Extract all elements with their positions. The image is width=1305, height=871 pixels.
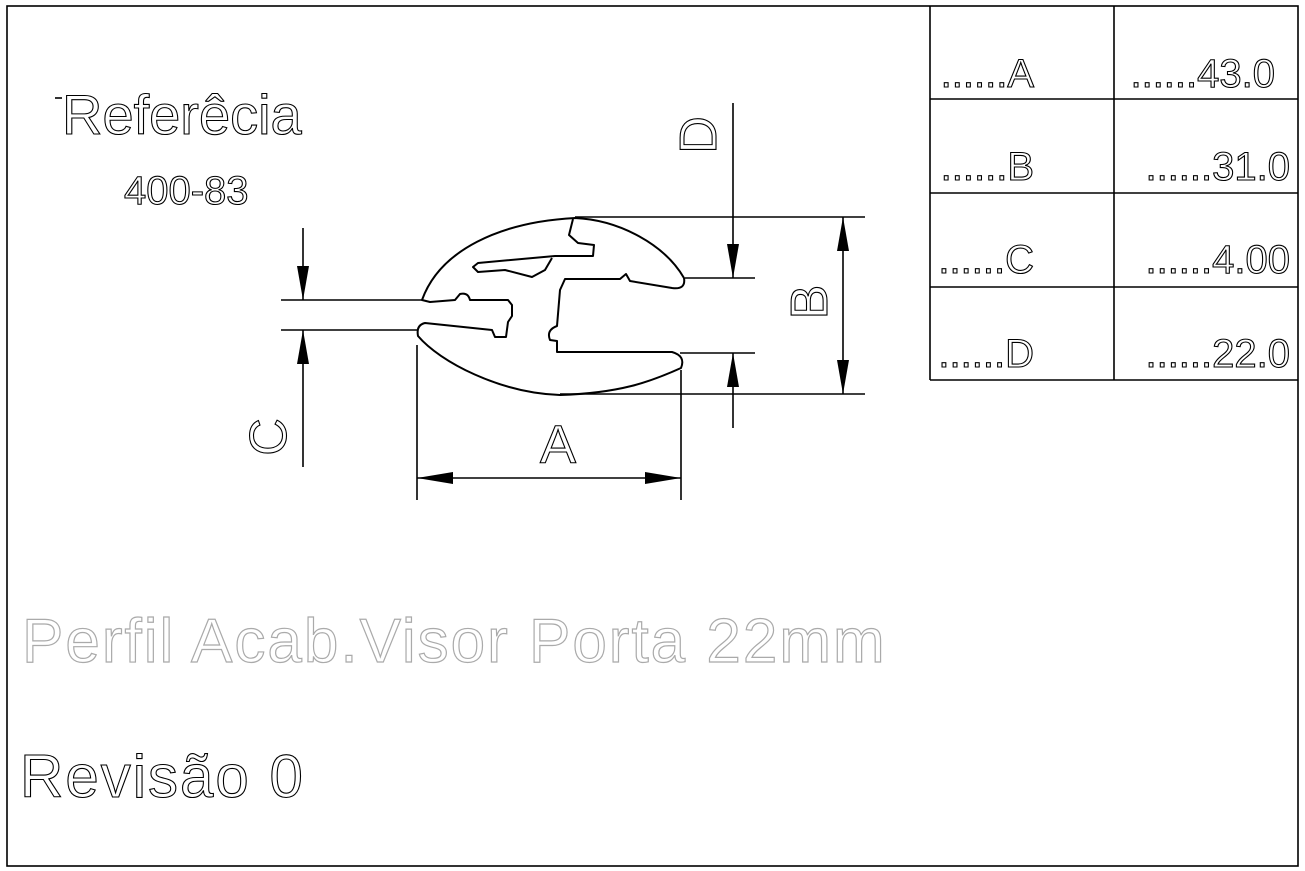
table-value-d: ......22.0 xyxy=(1145,332,1290,376)
table-label-b: ......B xyxy=(941,145,1034,189)
dimension-b: B xyxy=(560,216,865,395)
dimension-table: ......A ......43.0 ......B ......31.0 ..… xyxy=(929,6,1298,381)
table-label-c: ......C xyxy=(938,238,1034,282)
table-value-b: ......31.0 xyxy=(1145,145,1290,189)
reference-label: Referêcia xyxy=(62,83,303,146)
dimension-c: C xyxy=(239,228,422,467)
table-label-d: ......D xyxy=(938,332,1034,376)
dimension-label-d: D xyxy=(670,116,728,154)
drawing-border xyxy=(6,5,1299,867)
dimension-label-b: B xyxy=(781,285,839,320)
table-value-c: ......4.00 xyxy=(1145,238,1290,282)
reference-code: 400-83 xyxy=(124,169,249,213)
dimension-label-c: C xyxy=(240,418,298,456)
dimension-label-a: A xyxy=(540,415,576,475)
revision-label: Revisão 0 xyxy=(20,743,305,810)
drawing-title: Perfil Acab.Visor Porta 22mm xyxy=(22,607,887,676)
table-value-a: ......43.0 xyxy=(1130,52,1275,96)
dimension-a: A xyxy=(416,345,682,500)
profile-section xyxy=(416,217,686,396)
table-label-a: ......A xyxy=(941,52,1035,96)
dimension-d: D xyxy=(669,103,755,428)
